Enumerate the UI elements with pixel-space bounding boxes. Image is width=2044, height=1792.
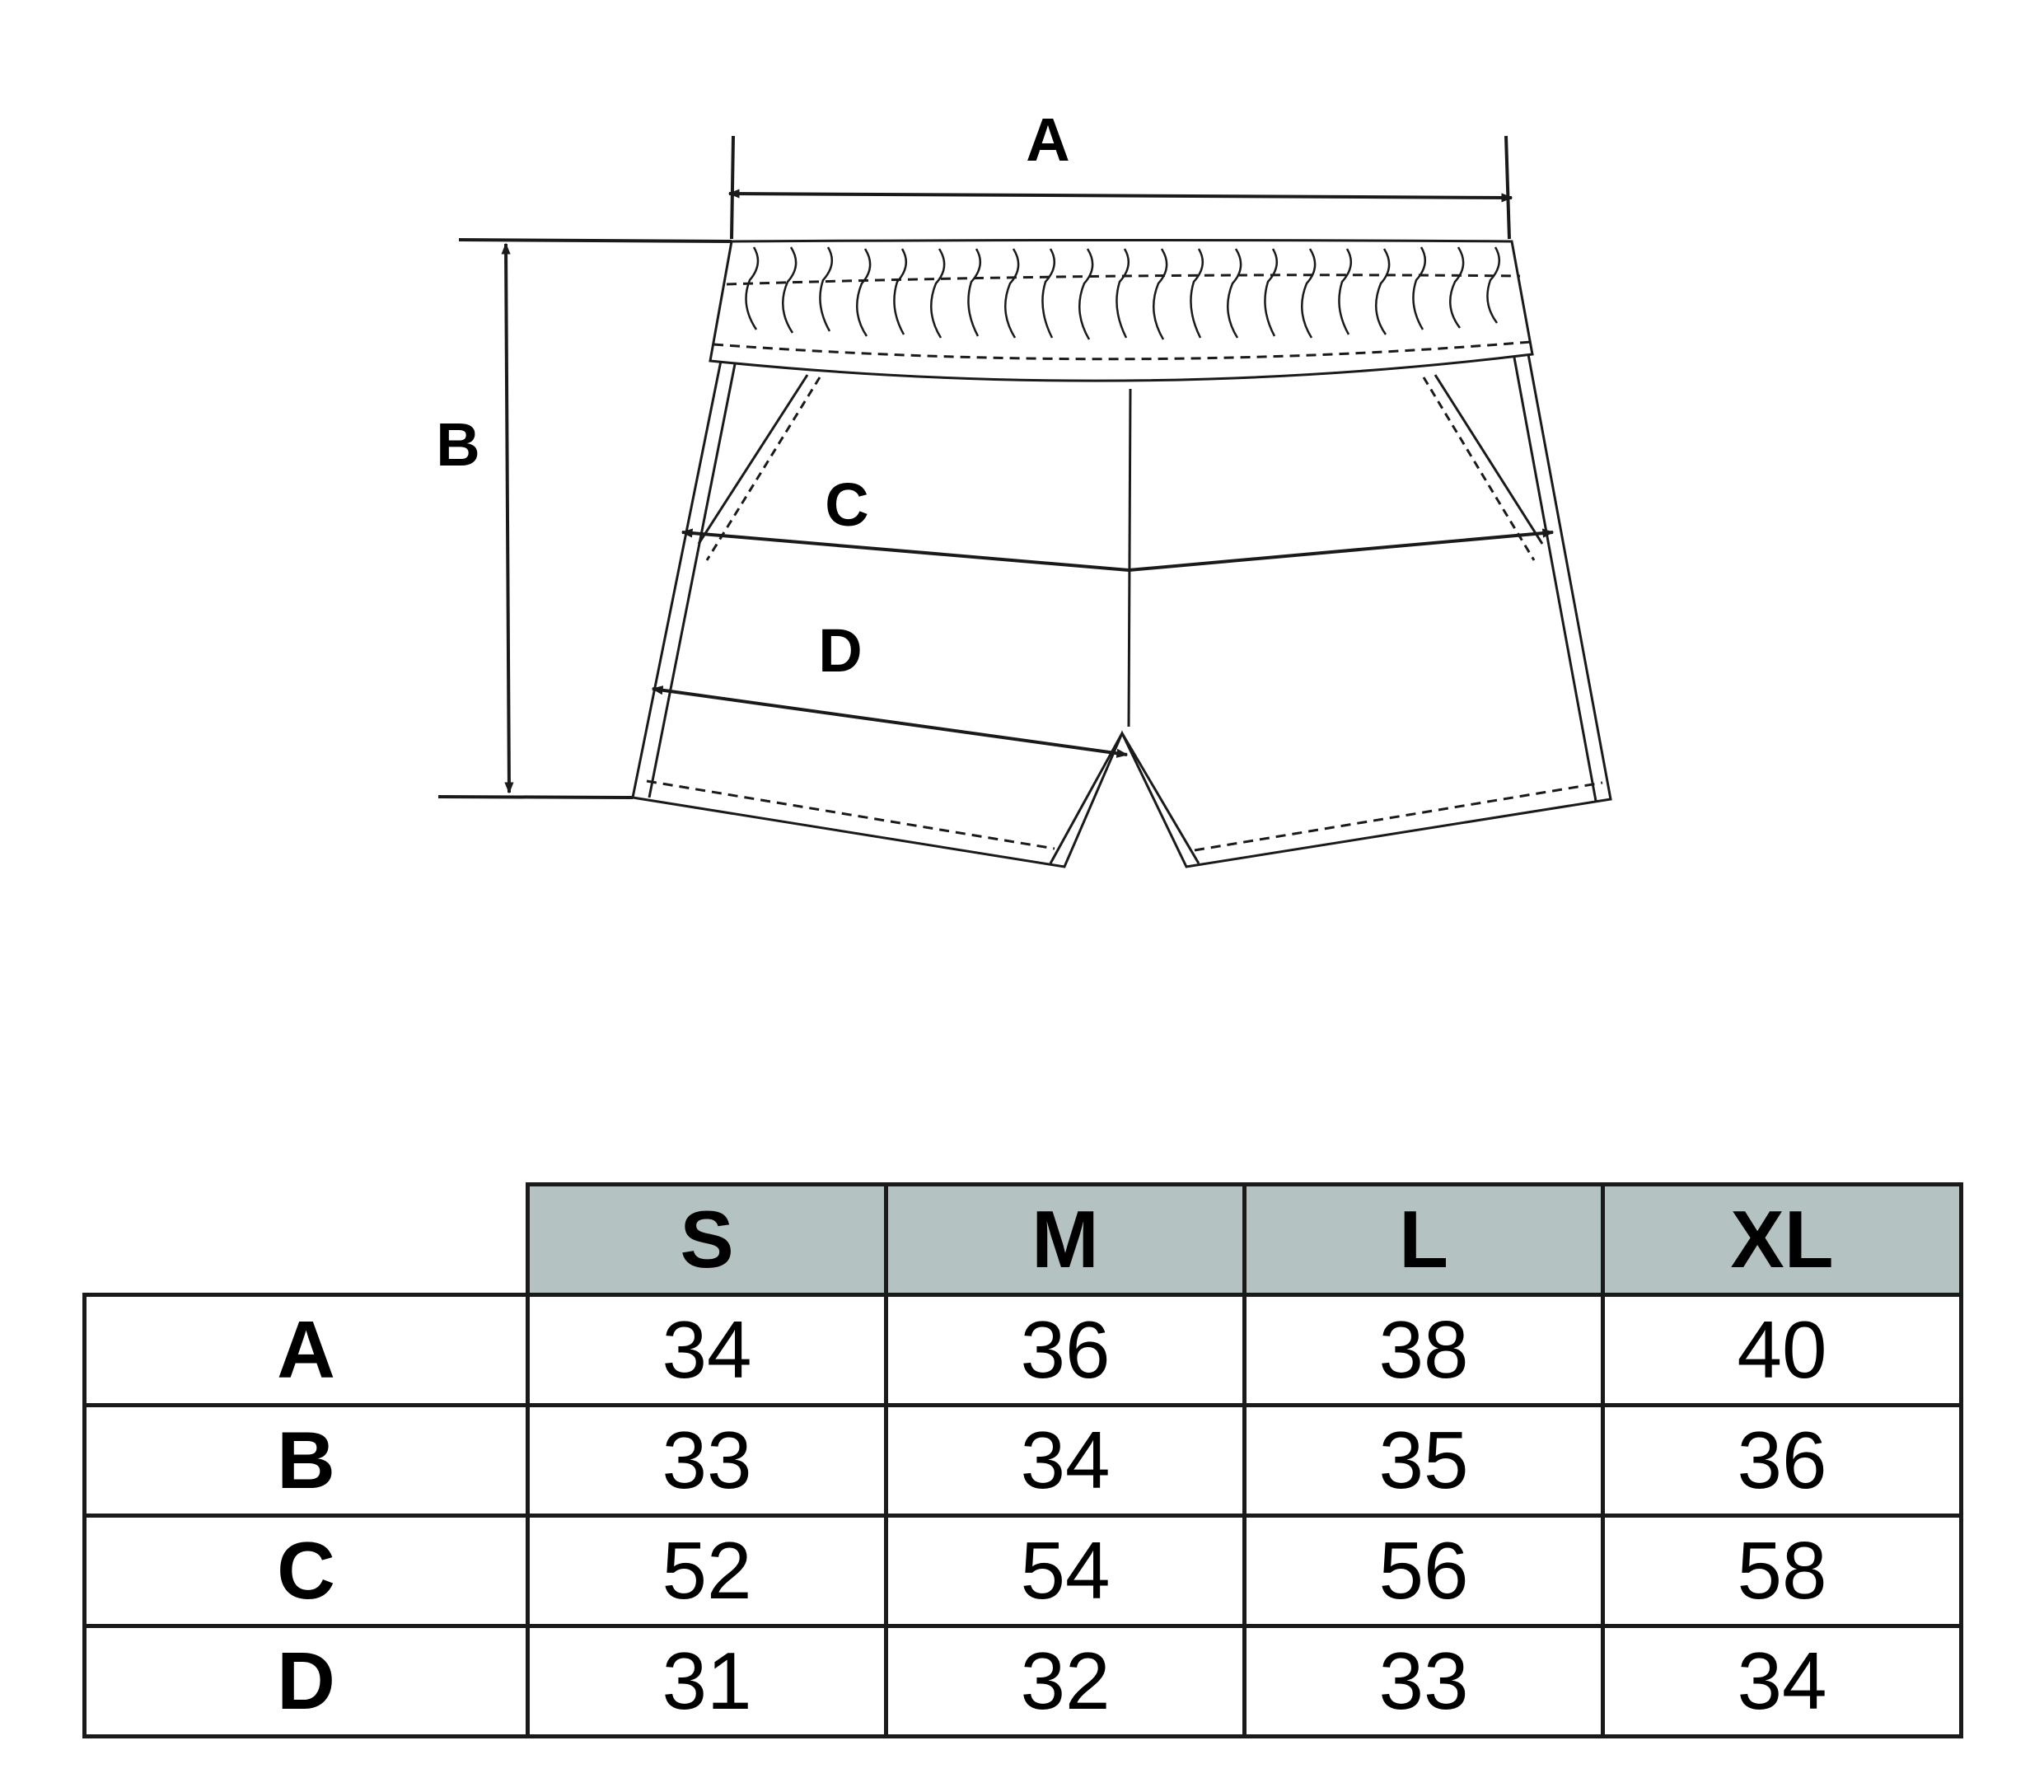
row-label-c: C: [82, 1514, 530, 1628]
table-cell: 33: [526, 1403, 888, 1518]
table-row: A 34 36 38 40: [82, 1293, 1963, 1407]
row-label-a: A: [82, 1293, 530, 1407]
left-hem-stitch: [646, 779, 1055, 850]
size-header-m: M: [884, 1182, 1247, 1297]
size-header-s: S: [526, 1182, 888, 1297]
dimension-d: [651, 685, 1129, 758]
table-cell: 33: [1242, 1624, 1605, 1738]
table-cell: 34: [884, 1403, 1247, 1518]
dimension-a: [727, 135, 1513, 240]
table-cell: 36: [1601, 1403, 1963, 1518]
dimension-b-label: B: [436, 410, 479, 479]
left-side-seam: [648, 363, 737, 798]
right-pocket-stitch: [1422, 377, 1536, 561]
size-header-xl: XL: [1601, 1182, 1963, 1297]
dimension-a-tick-left: [730, 135, 735, 240]
table-cell: 35: [1242, 1403, 1605, 1518]
dimension-a-label: A: [1026, 105, 1069, 174]
dimension-b-tick-bottom: [437, 795, 634, 799]
table-corner: [85, 1185, 528, 1295]
row-label-d: D: [82, 1624, 530, 1738]
size-table: S M L XL A 34 36 38 40 B 33 34 35 36 C 5…: [82, 1182, 1963, 1738]
right-pocket: [1434, 374, 1544, 545]
dimension-b-tick-top: [458, 238, 732, 243]
table-cell: 34: [526, 1293, 888, 1407]
table-cell: 38: [1242, 1293, 1605, 1407]
right-side-seam: [1513, 357, 1597, 802]
table-row: C 52 54 56 58: [82, 1514, 1963, 1628]
size-header-row: S M L XL: [85, 1182, 1963, 1297]
table-cell: 58: [1601, 1514, 1963, 1628]
table-row: B 33 34 35 36: [82, 1403, 1963, 1518]
dimension-c-label: C: [825, 470, 868, 539]
shorts-diagram: A B C D: [436, 105, 1612, 868]
dimension-a-tick-right: [1504, 135, 1511, 240]
dimension-c-arrow: [681, 528, 1555, 573]
dimension-b-arrow: [501, 242, 514, 794]
left-pocket: [697, 374, 809, 545]
waistband: [709, 239, 1534, 382]
waistband-stitch-top: [726, 274, 1521, 286]
left-pocket-stitch: [705, 377, 821, 561]
table-cell: 54: [884, 1514, 1247, 1628]
waistband-gathers: [745, 246, 1501, 340]
table-cell: 31: [526, 1624, 888, 1738]
waistband-stitch-bottom: [713, 340, 1532, 361]
dimension-d-label: D: [818, 616, 862, 685]
shorts-body: [631, 353, 1612, 868]
table-cell: 32: [884, 1624, 1247, 1738]
dimension-b: [437, 238, 732, 799]
center-seam: [1127, 388, 1132, 728]
row-label-b: B: [82, 1403, 530, 1518]
dimension-d-arrow: [651, 685, 1129, 758]
table-cell: 52: [526, 1514, 888, 1628]
table-cell: 36: [884, 1293, 1247, 1407]
table-cell: 40: [1601, 1293, 1963, 1407]
table-row: D 31 32 33 34: [82, 1624, 1963, 1738]
dimension-a-arrow: [727, 189, 1513, 203]
right-leg-inner-edge: [1120, 732, 1200, 864]
table-cell: 56: [1242, 1514, 1605, 1628]
shorts-outline: [631, 239, 1612, 868]
dimension-c: [681, 528, 1555, 573]
right-hem-stitch: [1194, 781, 1603, 852]
table-cell: 34: [1601, 1624, 1963, 1738]
size-header-l: L: [1242, 1182, 1605, 1297]
